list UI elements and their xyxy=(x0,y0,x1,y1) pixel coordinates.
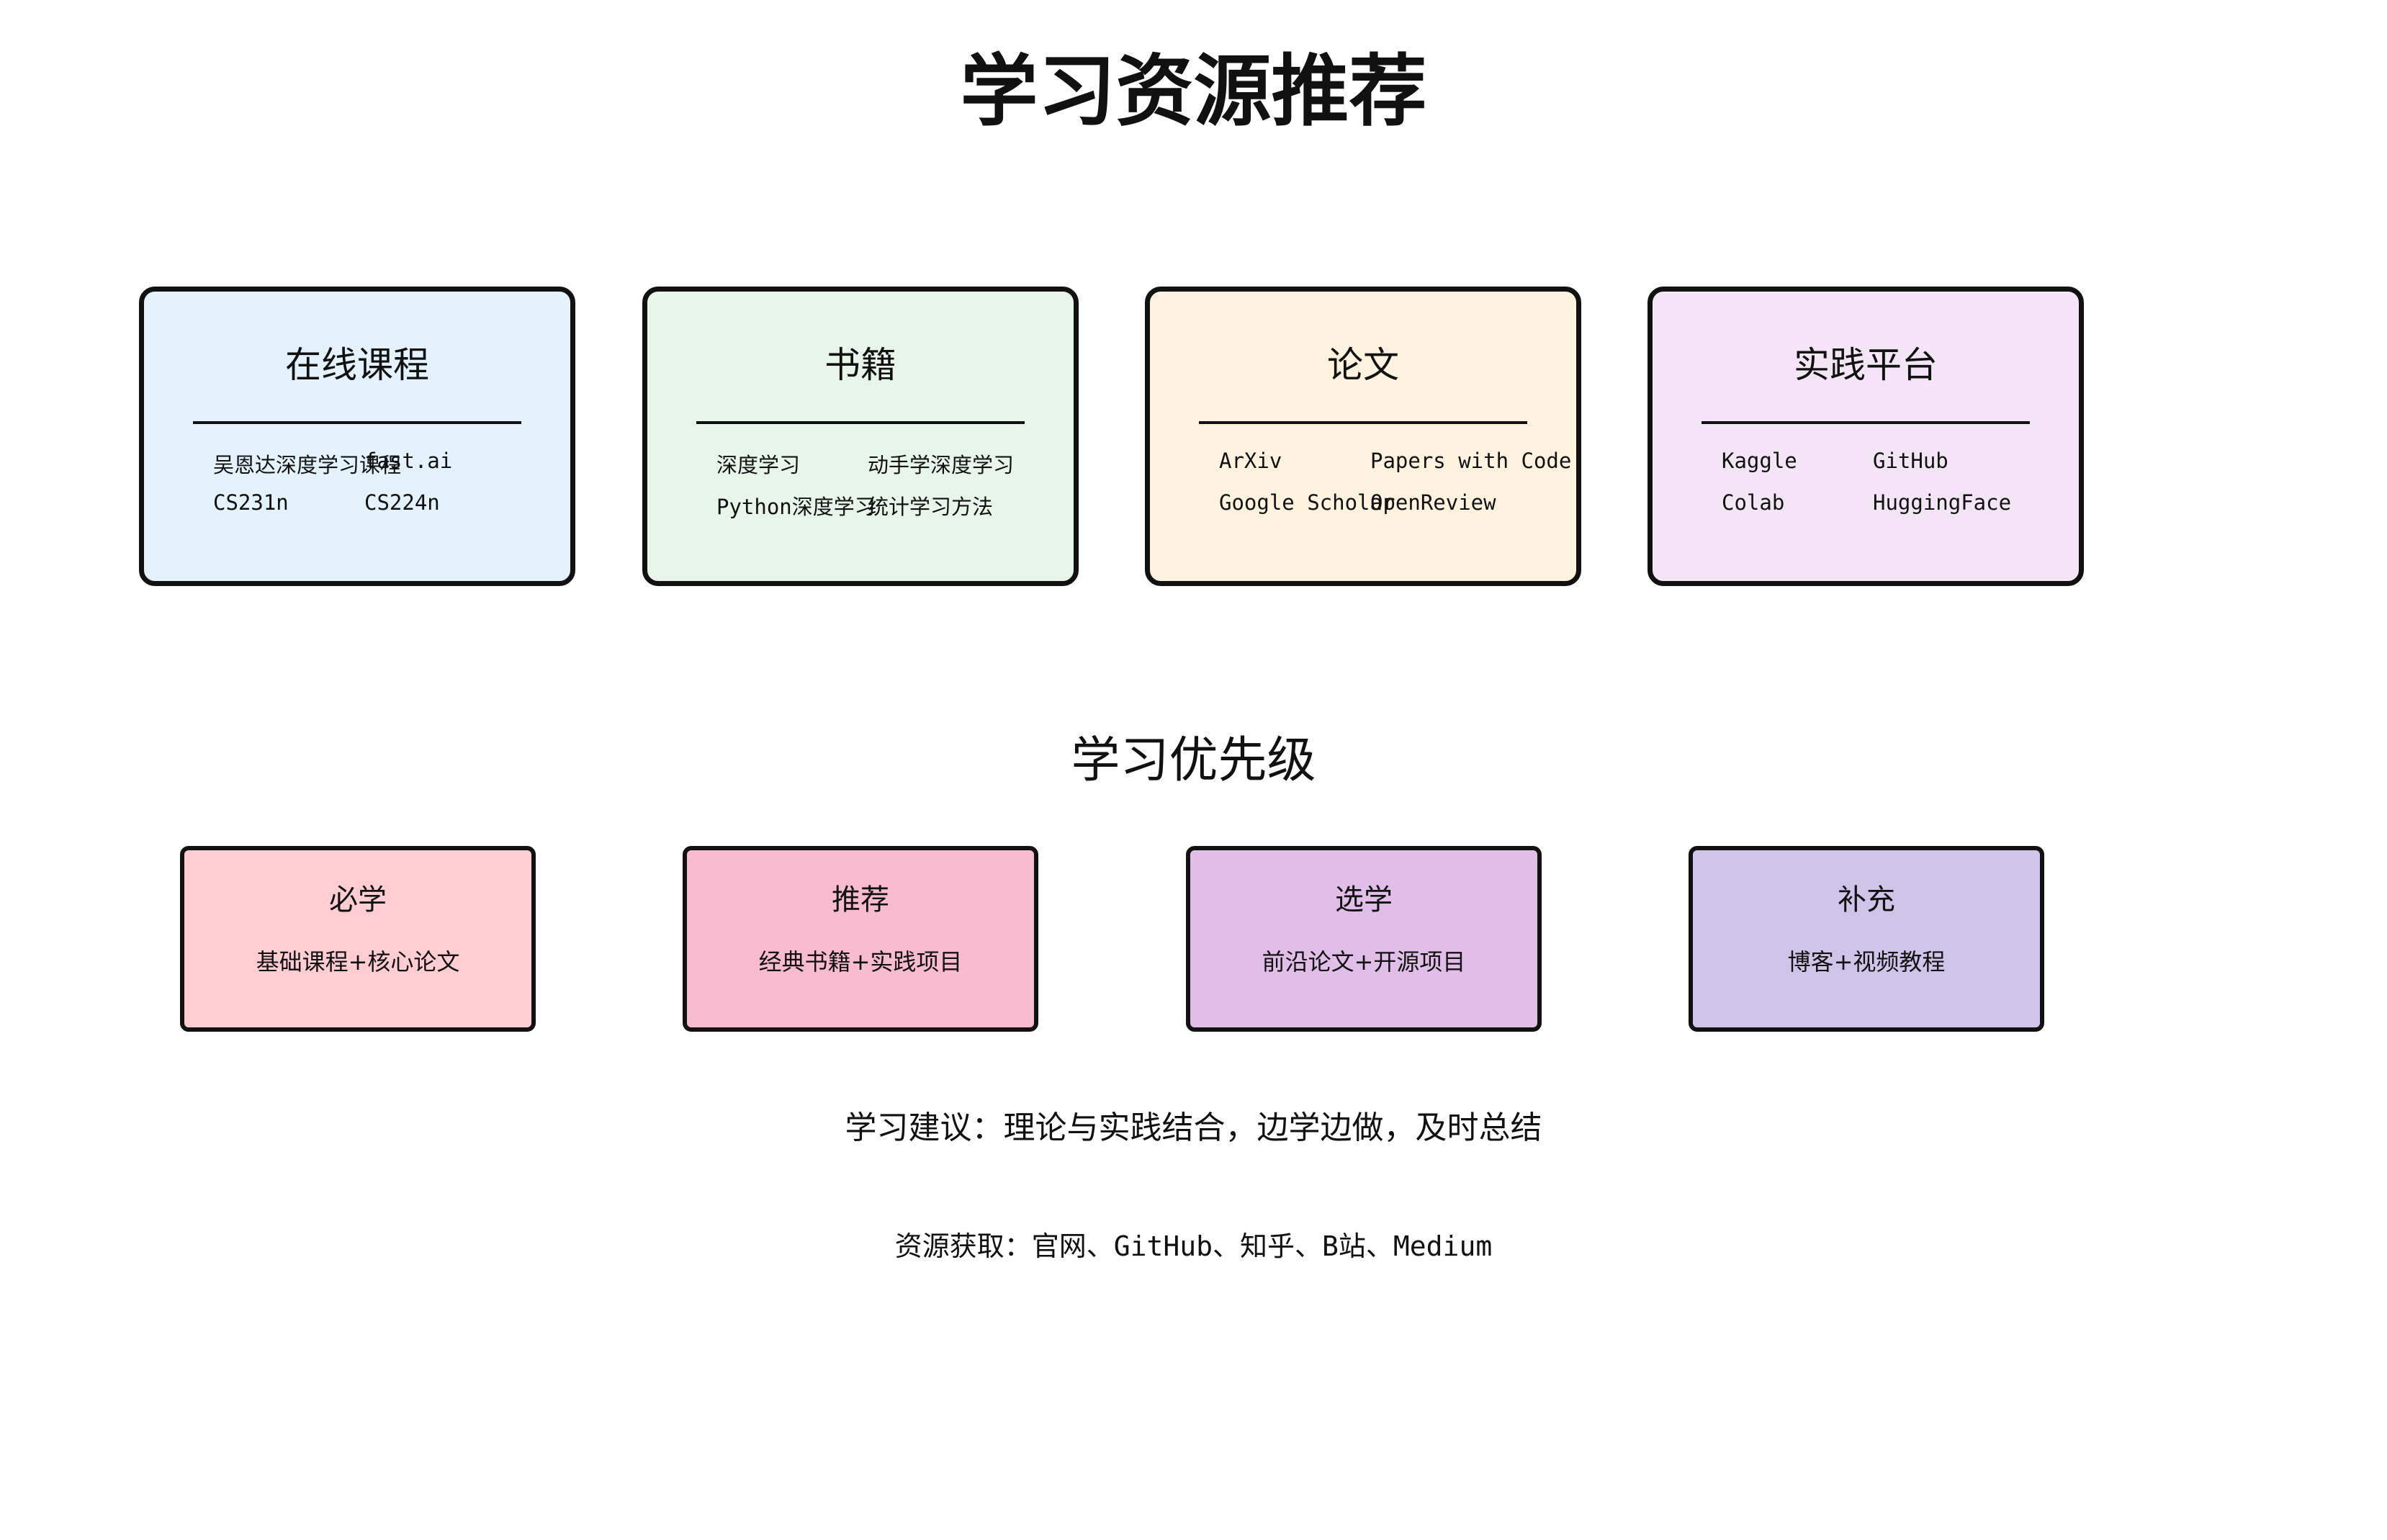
category-item: 深度学习 xyxy=(716,453,801,477)
category-item: fast.ai xyxy=(364,449,453,473)
category-item: Google Scholar xyxy=(1219,490,1395,515)
divider xyxy=(1199,421,1527,424)
category-title: 在线课程 xyxy=(285,344,429,386)
divider xyxy=(696,421,1025,424)
priority-title: 推荐 xyxy=(832,883,889,917)
category-item: Papers with Code xyxy=(1370,449,1572,473)
category-title: 实践平台 xyxy=(1794,344,1938,386)
category-card-practice-platforms: 实践平台 Kaggle GitHub Colab HuggingFace xyxy=(1647,287,2084,586)
category-item: OpenReview xyxy=(1370,490,1496,515)
category-title: 书籍 xyxy=(824,344,896,386)
priority-card-must-learn: 必学 基础课程+核心论文 xyxy=(180,846,536,1032)
category-item: Kaggle xyxy=(1722,449,1797,473)
priority-description: 前沿论文+开源项目 xyxy=(1262,948,1466,976)
category-item: CS231n xyxy=(213,490,289,515)
category-title: 论文 xyxy=(1327,344,1399,386)
category-item: Colab xyxy=(1722,490,1785,515)
priority-card-optional: 选学 前沿论文+开源项目 xyxy=(1186,846,1542,1032)
priority-card-supplementary: 补充 博客+视频教程 xyxy=(1689,846,2044,1032)
priority-title: 选学 xyxy=(1335,883,1393,917)
divider xyxy=(193,421,521,424)
priority-description: 博客+视频教程 xyxy=(1787,948,1946,976)
category-item: ArXiv xyxy=(1219,449,1282,473)
priority-description: 经典书籍+实践项目 xyxy=(758,948,963,976)
divider xyxy=(1702,421,2030,424)
category-item: 统计学习方法 xyxy=(868,495,994,519)
resource-sources: 资源获取：官网、GitHub、知乎、B站、Medium xyxy=(894,1230,1493,1262)
category-item: HuggingFace xyxy=(1873,490,2012,515)
priority-title: 必学 xyxy=(329,883,387,917)
category-item: 动手学深度学习 xyxy=(868,453,1015,477)
category-card-papers: 论文 ArXiv Papers with Code Google Scholar… xyxy=(1145,287,1581,586)
category-item: Python深度学习 xyxy=(716,495,876,519)
study-advice: 学习建议：理论与实践结合，边学边做，及时总结 xyxy=(845,1109,1542,1146)
category-item: CS224n xyxy=(364,490,440,515)
category-item: GitHub xyxy=(1873,449,1948,473)
priority-title: 补充 xyxy=(1838,883,1895,917)
category-item: 吴恩达深度学习课程 xyxy=(213,453,402,477)
priority-section-title: 学习优先级 xyxy=(1071,732,1316,789)
page-title: 学习资源推荐 xyxy=(960,47,1427,137)
category-card-books: 书籍 深度学习 动手学深度学习 Python深度学习 统计学习方法 xyxy=(642,287,1079,586)
category-card-online-courses: 在线课程 吴恩达深度学习课程 fast.ai CS231n CS224n xyxy=(139,287,575,586)
priority-card-recommended: 推荐 经典书籍+实践项目 xyxy=(683,846,1038,1032)
priority-description: 基础课程+核心论文 xyxy=(256,948,460,976)
